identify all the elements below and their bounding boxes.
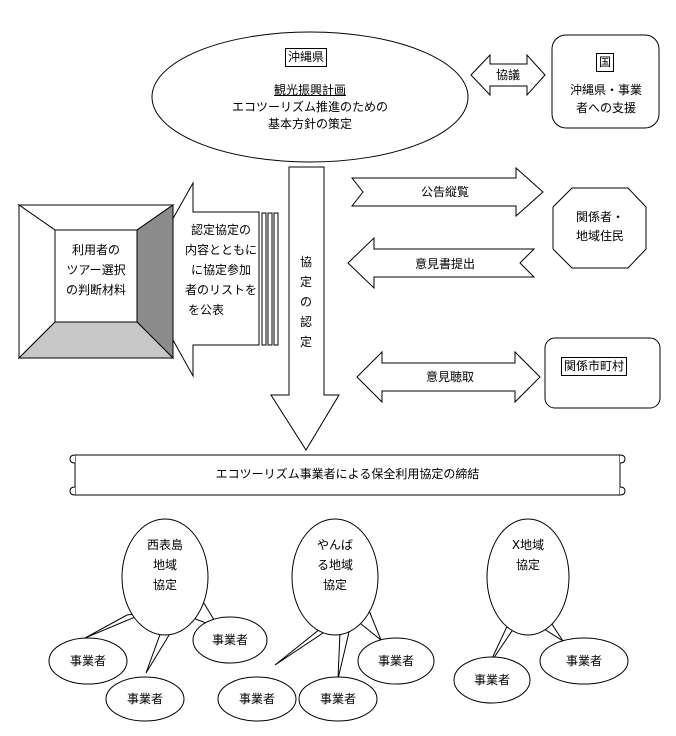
kankeisha-octagon [552, 187, 647, 269]
operator-label-2: 事業者 [126, 692, 163, 706]
operator-label-6: 事業者 [377, 654, 414, 668]
operator-label-7: 事業者 [473, 673, 510, 687]
koukoku-right-arrow [350, 166, 544, 218]
plan-line-1: エコツーリズム推進のための [231, 100, 388, 114]
separator-bar-2 [267, 212, 273, 346]
prefecture-ellipse [151, 31, 469, 163]
operator-label-8: 事業者 [565, 654, 602, 668]
region-2-line-3: 協定 [322, 578, 347, 592]
region-3-line-1: X地域 [511, 538, 545, 552]
region-ellipse-x [486, 518, 570, 636]
operator-ellipse-4 [217, 676, 297, 722]
user-material-line-3: の判断材料 [65, 283, 126, 297]
operator-label-5: 事業者 [319, 692, 356, 706]
kuni-box [551, 34, 660, 129]
region-2-line-2: る地域 [316, 558, 353, 572]
koukoku-label: 公告縦覧 [420, 185, 469, 199]
operator-ellipse-8 [539, 637, 629, 685]
kohyo-line-2: 内容とともに [184, 243, 257, 257]
ikensho-left-arrow [347, 236, 536, 290]
user-material-bevel-box [17, 204, 175, 360]
operator-label-3: 事業者 [211, 633, 248, 647]
operator-ellipse-6 [357, 637, 435, 685]
operator-ellipse-3 [192, 616, 268, 664]
operator-ellipse-7 [453, 656, 531, 704]
kohyo-line-4: 者のリストを [184, 283, 257, 297]
plan-title: 観光振興計画 [273, 83, 346, 97]
kyogi-label: 協議 [495, 68, 520, 82]
scroll-label: エコツーリズム事業者による保全利用協定の締結 [215, 467, 480, 481]
kohyo-line-1: 認定協定の [190, 223, 251, 237]
region-1-line-3: 協定 [152, 578, 177, 592]
plan-line-2: 基本方針の策定 [267, 117, 352, 131]
region-ellipse-iriomote [121, 518, 209, 636]
operator-ellipse-1 [48, 637, 128, 685]
region-1-line-1: 西表島 [146, 538, 183, 552]
region-2-line-1: やんば [316, 538, 353, 552]
nintei-down-arrow [270, 166, 340, 451]
kankeisha-line-2: 地域住民 [575, 229, 624, 243]
region-1-line-2: 地域 [152, 558, 177, 572]
region-ellipse-yanbaru [291, 518, 379, 636]
kuni-support-line-2: 者への支援 [575, 101, 636, 115]
separator-bar-1 [261, 212, 267, 346]
shichoson-name: 関係市町村 [561, 357, 628, 376]
separator-bar-3 [273, 212, 279, 346]
region-3-line-2: 協定 [515, 558, 540, 572]
agreement-scroll-banner [69, 454, 626, 496]
shichoson-box [544, 337, 661, 409]
user-material-line-1: 利用者の [71, 243, 120, 257]
kohyo-line-5: を公表 [187, 303, 224, 317]
operator-label-1: 事業者 [69, 654, 106, 668]
nintei-label: 協定の認定 [299, 255, 312, 349]
ikenchoshu-label: 意見聴取 [425, 370, 474, 384]
ikensho-label: 意見書提出 [414, 257, 475, 271]
kyogi-double-arrow [470, 53, 546, 97]
ikenchoshu-double-arrow [356, 350, 541, 404]
user-material-line-2: ツアー選択 [66, 263, 126, 277]
kuni-name: 国 [596, 53, 615, 72]
operator-label-4: 事業者 [238, 692, 275, 706]
prefecture-name: 沖縄県 [285, 48, 328, 67]
operator-ellipse-2 [105, 676, 185, 722]
kuni-support-line-1: 沖縄県・事業 [569, 83, 642, 97]
operator-ellipse-5 [298, 676, 378, 722]
kankeisha-line-1: 関係者・ [575, 210, 624, 224]
kohyo-line-3: に協定参加 [190, 263, 251, 277]
